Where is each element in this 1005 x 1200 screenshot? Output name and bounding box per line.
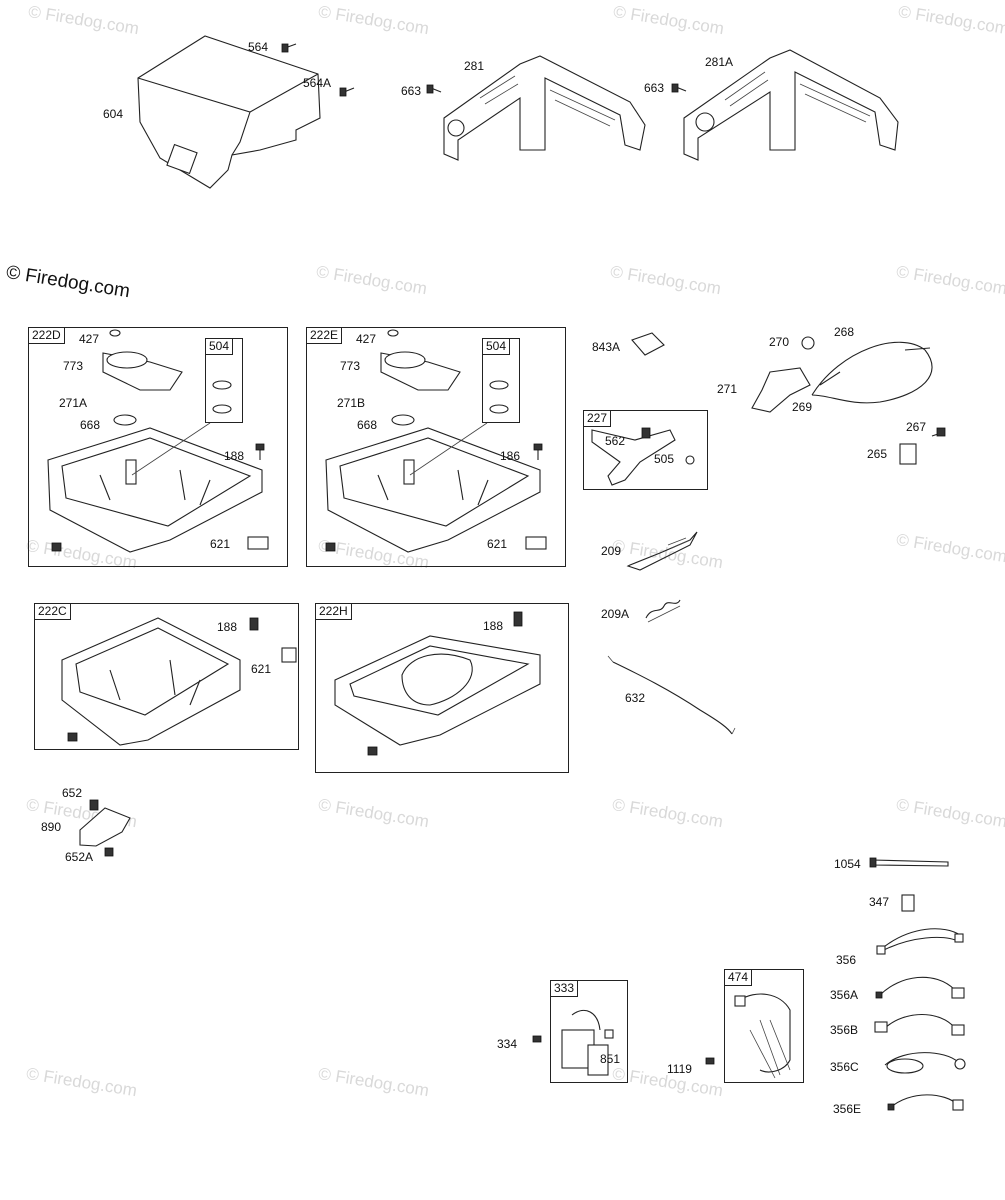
group-222E-tag: 222E xyxy=(306,327,343,344)
harness-356E-drawing xyxy=(887,1094,964,1111)
group-222D-box xyxy=(28,327,288,567)
bracket-281-drawing xyxy=(443,55,646,161)
screw-663a-drawing xyxy=(426,84,442,94)
screw-663b-drawing xyxy=(671,83,687,93)
callout-1119: 1119 xyxy=(667,1062,692,1076)
callout-265: 265 xyxy=(867,447,888,461)
spring-209A-drawing xyxy=(645,599,681,623)
screw-564A-drawing xyxy=(339,87,355,97)
group-474-box xyxy=(724,969,804,1083)
group-227-box xyxy=(583,410,708,490)
group-333-tag: 333 xyxy=(550,980,579,997)
throttle-271-drawing xyxy=(751,336,933,413)
harness-356-drawing xyxy=(876,928,964,955)
callout-663b: 663 xyxy=(644,81,665,95)
callout-564A: 564A xyxy=(303,76,332,90)
group-333-box xyxy=(550,980,628,1083)
group-227-tag: 227 xyxy=(583,410,612,427)
group-504a-tag: 504 xyxy=(205,338,234,355)
callout-222D-773: 773 xyxy=(63,359,84,373)
group-222E-box xyxy=(306,327,566,567)
callout-356: 356 xyxy=(836,953,857,967)
callout-562: 562 xyxy=(605,434,626,448)
callout-222E-427: 427 xyxy=(356,332,377,346)
callout-356E: 356E xyxy=(833,1102,862,1116)
callout-281: 281 xyxy=(464,59,485,73)
callout-890: 890 xyxy=(41,820,62,834)
callout-356B: 356B xyxy=(830,1023,859,1037)
callout-222C-188: 188 xyxy=(217,620,238,634)
callout-222D-427: 427 xyxy=(79,332,100,346)
lever-227-drawing xyxy=(591,427,695,486)
callout-356C: 356C xyxy=(830,1060,859,1074)
callout-222D-271A: 271A xyxy=(59,396,88,410)
base-222D-drawing xyxy=(47,329,269,553)
callout-222E-668: 668 xyxy=(357,418,378,432)
callout-222E-271B: 271B xyxy=(337,396,366,410)
callout-1054: 1054 xyxy=(834,857,861,871)
group-222C-box xyxy=(34,603,299,750)
group-222C-tag: 222C xyxy=(34,603,71,620)
group-474-tag: 474 xyxy=(724,969,753,986)
bracket-890-drawing xyxy=(79,799,131,857)
callout-652: 652 xyxy=(62,786,83,800)
clip-265-drawing xyxy=(899,443,917,465)
callout-222E-773: 773 xyxy=(340,359,361,373)
callout-209A: 209A xyxy=(601,607,630,621)
callout-271: 271 xyxy=(717,382,738,396)
callout-663a: 663 xyxy=(401,84,422,98)
callout-222D-668: 668 xyxy=(80,418,101,432)
group-504b-tag: 504 xyxy=(482,338,511,355)
callout-281A: 281A xyxy=(705,55,734,69)
callout-222D-188: 188 xyxy=(224,449,245,463)
part-843A-drawing xyxy=(631,332,665,356)
harness-356B-drawing xyxy=(874,1013,965,1036)
callout-604: 604 xyxy=(103,107,124,121)
group-222D-tag: 222D xyxy=(28,327,65,344)
connector-347-drawing xyxy=(901,894,915,912)
tie-1054-drawing xyxy=(869,857,949,868)
screw-564-drawing xyxy=(281,43,297,53)
callout-269: 269 xyxy=(792,400,813,414)
callout-209: 209 xyxy=(601,544,622,558)
callout-843A: 843A xyxy=(592,340,621,354)
callout-334: 334 xyxy=(497,1037,518,1051)
callout-270: 270 xyxy=(769,335,790,349)
callout-851: 851 xyxy=(600,1052,621,1066)
callout-564: 564 xyxy=(248,40,269,54)
cover-604-drawing xyxy=(137,35,321,189)
callout-222E-621: 621 xyxy=(487,537,508,551)
callout-652A: 652A xyxy=(65,850,94,864)
link-632-drawing xyxy=(607,655,736,735)
callout-222E-186: 186 xyxy=(500,449,521,463)
callout-356A: 356A xyxy=(830,988,859,1002)
group-222H-tag: 222H xyxy=(315,603,352,620)
screw-267-drawing xyxy=(931,427,946,437)
module-333-drawing xyxy=(532,1010,614,1076)
callout-222D-621: 621 xyxy=(210,537,231,551)
group-222H-box xyxy=(315,603,569,773)
callout-268: 268 xyxy=(834,325,855,339)
harness-356C-drawing xyxy=(884,1052,966,1074)
callout-267: 267 xyxy=(906,420,927,434)
spring-209-drawing xyxy=(626,531,698,571)
base-222H-drawing xyxy=(334,611,541,756)
base-222E-drawing xyxy=(325,329,547,553)
callout-222H-188: 188 xyxy=(483,619,504,633)
bracket-281A-drawing xyxy=(683,49,899,161)
callout-632: 632 xyxy=(625,691,646,705)
callout-347: 347 xyxy=(869,895,890,909)
harness-356A-drawing xyxy=(875,976,965,999)
callout-222C-621: 621 xyxy=(251,662,272,676)
base-222C-drawing xyxy=(61,617,297,746)
harness-474-drawing xyxy=(705,993,791,1079)
callout-505: 505 xyxy=(654,452,675,466)
